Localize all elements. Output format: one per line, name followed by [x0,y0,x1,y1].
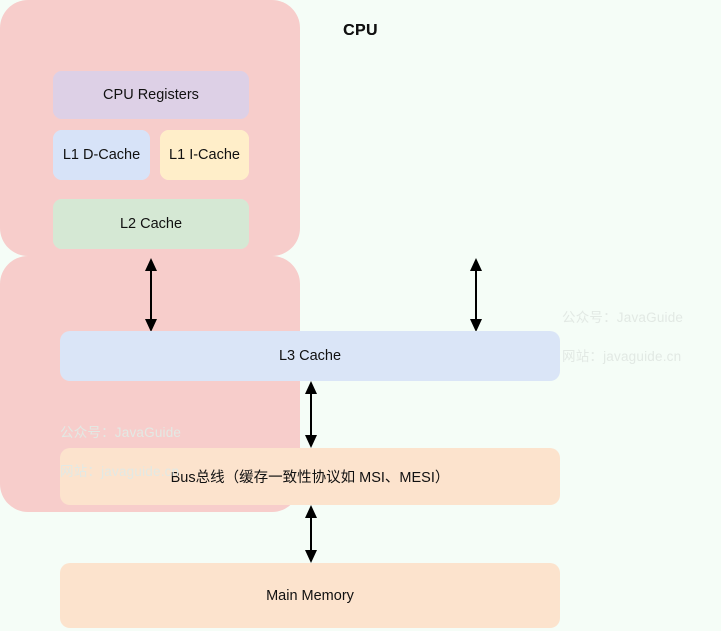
connector-cpu1-to-l3 [141,258,161,332]
watermark-line-2: 网站：javaguide.cn [562,348,682,364]
l1-d-cache-block: L1 D-Cache [53,130,150,180]
l1-d-cache-label: L1 D-Cache [62,147,141,163]
l3-cache-bar: L3 Cache [60,331,560,381]
l1-i-cache-label: L1 I-Cache [169,147,240,163]
bus-bar: Bus总线（缓存一致性协议如 MSI、MESI） [60,448,560,505]
watermark-line-1: 公众号：JavaGuide [60,424,182,440]
connector-l3-to-bus [301,381,321,448]
connector-bus-to-memory [301,505,321,563]
l1-i-cache-block: L1 I-Cache [160,130,249,180]
watermark-top-right: 公众号：JavaGuide 网站：javaguide.cn [562,288,683,386]
watermark-middle-left: 公众号：JavaGuide 网站：javaguide.cn [60,403,181,501]
main-memory-label: Main Memory [266,587,354,604]
l3-cache-label: L3 Cache [278,348,342,364]
l2-cache-block: L2 Cache [53,199,249,249]
main-memory-bar: Main Memory [60,563,560,628]
cpu-registers-block: CPU Registers [53,71,249,119]
bus-label: Bus总线（缓存一致性协议如 MSI、MESI） [170,470,450,486]
cpu-registers-label: CPU Registers [103,87,199,103]
cpu-title: CPU [343,22,378,39]
watermark-line-2: 网站：javaguide.cn [60,463,180,479]
watermark-line-1: 公众号：JavaGuide [562,309,684,325]
cpu-title: CPU [343,22,378,39]
connector-cpu2-to-l3 [466,258,486,332]
l2-cache-label: L2 Cache [119,216,183,232]
